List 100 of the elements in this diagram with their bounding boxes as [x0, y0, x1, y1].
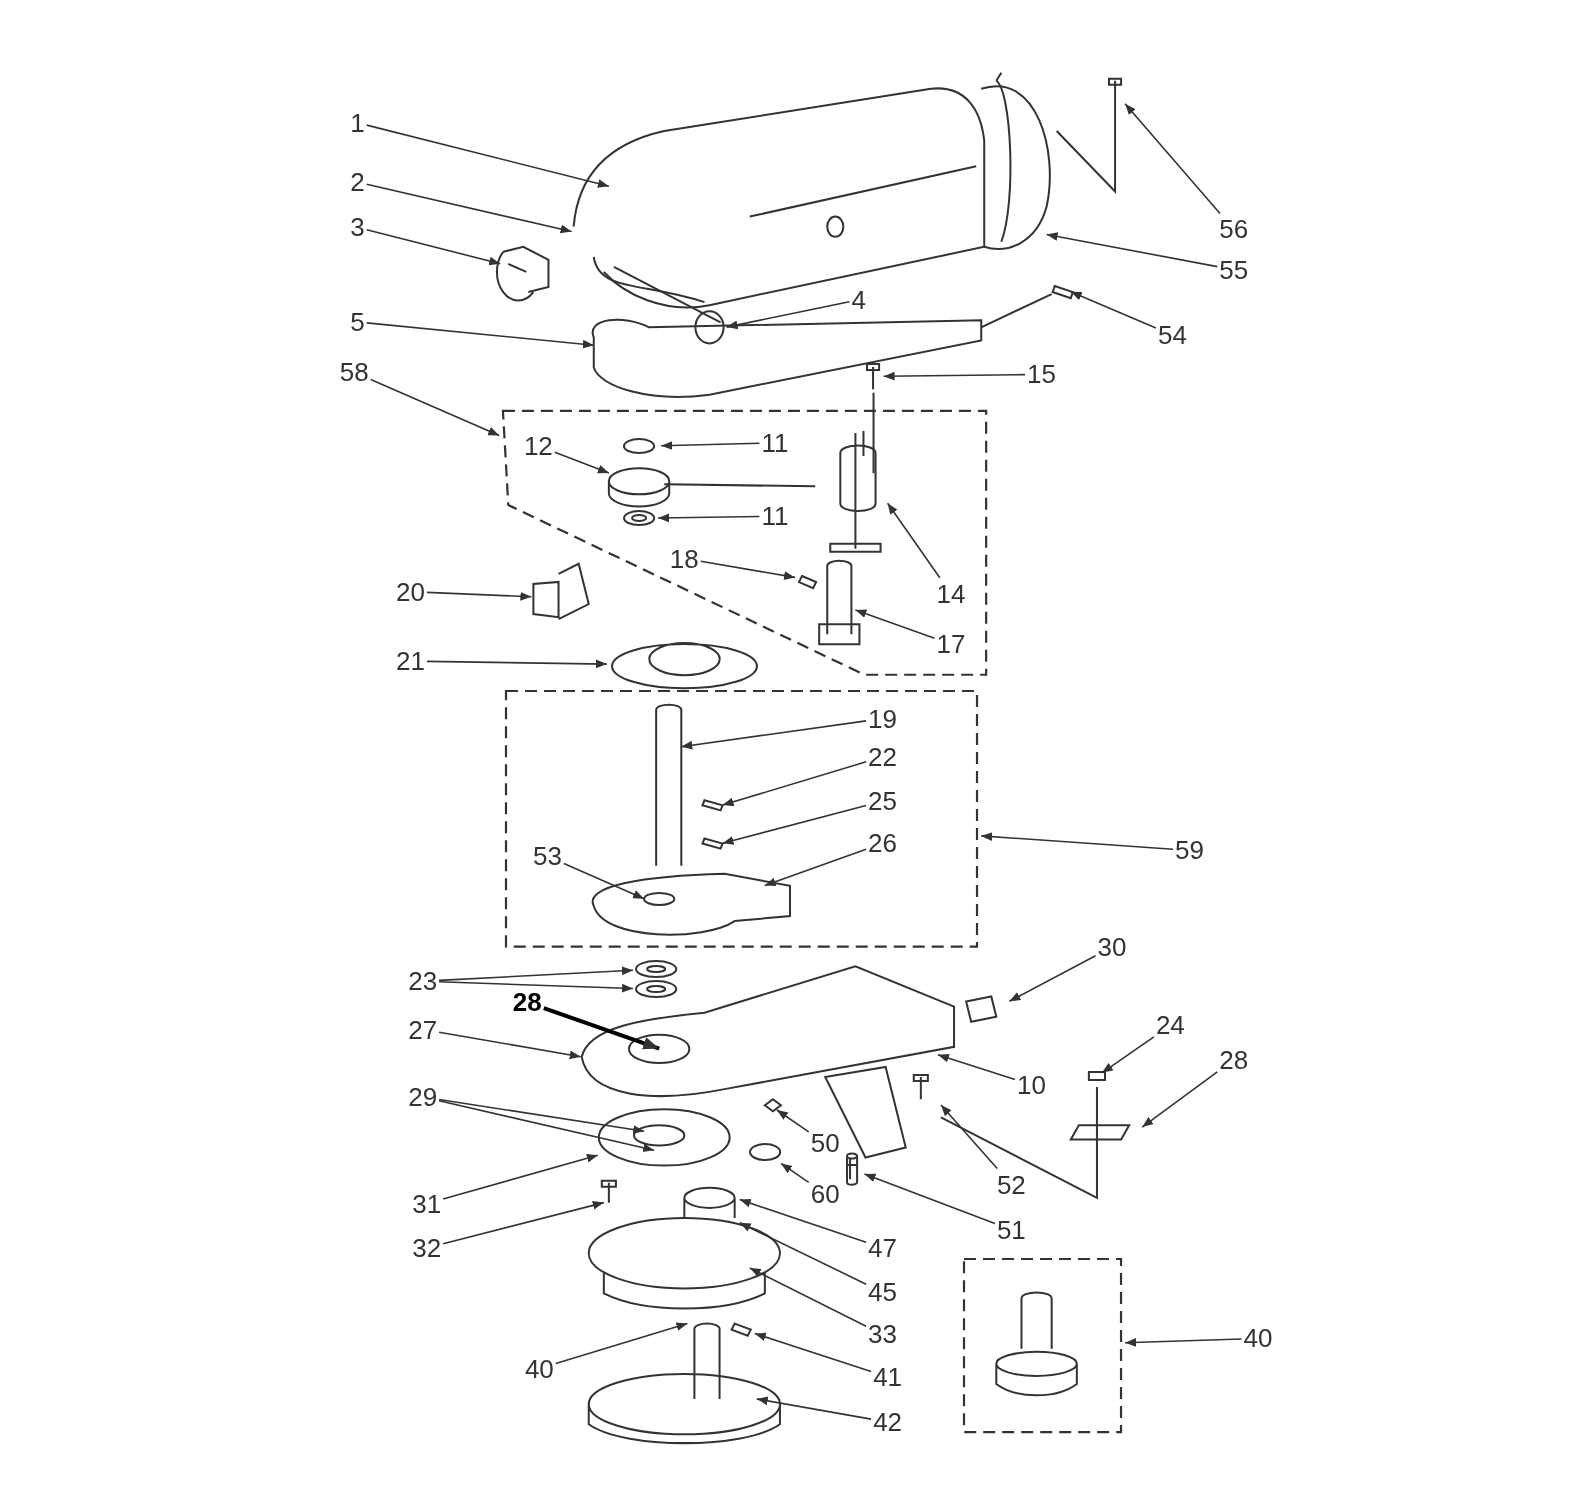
leader-line [680, 720, 867, 750]
callout-number: 21 [396, 647, 425, 676]
part-drawing [864, 361, 883, 392]
dashed-group-box [961, 1255, 1125, 1436]
leader-line [563, 862, 645, 900]
callout-number: 55 [1219, 255, 1249, 284]
leader-line [738, 1221, 867, 1285]
callout-number: 24 [1155, 1011, 1185, 1040]
dashed-group-box [500, 407, 990, 678]
leader-line [543, 1006, 660, 1051]
leader-line [365, 229, 501, 266]
callout-number: 3 [350, 213, 365, 242]
callout-number: 18 [669, 544, 699, 573]
leader-line [660, 441, 761, 450]
callout-number: 2 [350, 168, 365, 197]
callout-number: 28 [1219, 1045, 1249, 1074]
callout-number: 50 [810, 1129, 840, 1158]
callout-number: 22 [868, 742, 897, 771]
callout-number: 11 [761, 428, 789, 457]
leader-line [1101, 1036, 1155, 1074]
part-drawing [620, 509, 658, 528]
leader-line [980, 832, 1174, 850]
leader-line [854, 609, 936, 639]
leader-line [426, 659, 608, 669]
callout-number: 28 [512, 988, 542, 1017]
dashed-group-box [503, 688, 981, 950]
callout-number: 54 [1157, 321, 1187, 350]
leader-line [780, 1162, 810, 1184]
leader-line [721, 804, 867, 845]
leader-line [365, 322, 595, 349]
leader-line [1141, 1071, 1219, 1128]
leader-line [756, 1396, 872, 1420]
leader-line [699, 560, 796, 580]
callout-number: 20 [396, 577, 425, 606]
leader-line [1124, 1338, 1243, 1347]
leader-line [738, 1198, 867, 1244]
callout-number: 10 [1017, 1070, 1046, 1099]
leader-line [863, 1173, 996, 1225]
callout-number: 58 [339, 358, 369, 387]
callout-number: 53 [532, 842, 562, 871]
leader-line [886, 502, 941, 579]
leader-line [749, 1267, 867, 1327]
leader-line [555, 1322, 689, 1365]
callout-number: 14 [936, 579, 966, 608]
leader-line [438, 966, 634, 982]
leader-line [764, 848, 867, 887]
callout-number: 31 [412, 1189, 442, 1218]
callout-number: 30 [1097, 933, 1127, 961]
callout-number: 4 [851, 285, 866, 314]
leader-line [754, 1332, 872, 1373]
callout-number: 32 [412, 1233, 442, 1262]
callout-number: 42 [873, 1408, 903, 1436]
callout-number: 56 [1219, 215, 1249, 244]
callout-number: 52 [996, 1170, 1026, 1199]
callout-number: 11 [761, 502, 789, 531]
callout-number: 26 [868, 829, 897, 858]
leader-line [1124, 102, 1221, 215]
leader-line [438, 981, 634, 993]
leader-line [365, 183, 573, 234]
callout-number: 25 [868, 787, 897, 816]
callout-number: 1 [350, 108, 365, 137]
leader-line [882, 371, 1026, 381]
leader-line [426, 591, 533, 601]
callout-number: 12 [523, 431, 553, 460]
leader-line [554, 451, 610, 474]
leader-line [438, 1099, 655, 1153]
leader-line [442, 1154, 599, 1200]
callout-number: 15 [1027, 360, 1056, 389]
callout-number: 5 [350, 308, 365, 337]
callout-number: 40 [524, 1354, 554, 1383]
callout-number: 47 [868, 1233, 897, 1262]
leader-line [776, 1109, 810, 1133]
callout-number: 51 [996, 1215, 1026, 1244]
leader-line [937, 1053, 1016, 1081]
part-drawing [634, 979, 679, 1000]
leader-line [438, 1098, 645, 1134]
leader-line [725, 301, 851, 330]
callout-number: 45 [868, 1278, 897, 1307]
callout-number: 33 [868, 1320, 897, 1349]
leader-line [940, 1104, 998, 1170]
leader-line [657, 513, 761, 523]
leader-line [1008, 954, 1097, 1003]
callout-number: 23 [408, 967, 438, 996]
callout-number: 41 [873, 1362, 903, 1391]
callout-number: 19 [868, 704, 897, 733]
leader-line [438, 1031, 582, 1060]
leader-line [721, 761, 867, 807]
callout-number: 60 [810, 1179, 840, 1208]
leader-line [1070, 291, 1157, 329]
leader-line [369, 378, 500, 437]
callout-number: 29 [408, 1082, 438, 1111]
callout-number: 17 [936, 630, 966, 659]
leader-line [1045, 232, 1219, 268]
callout-number: 40 [1243, 1324, 1273, 1353]
leader-line [442, 1201, 605, 1245]
leader-line [365, 124, 610, 188]
callout-number: 59 [1175, 836, 1204, 865]
callout-number: 27 [408, 1015, 438, 1044]
part-drawing [747, 1142, 782, 1163]
part-drawing [634, 959, 679, 980]
